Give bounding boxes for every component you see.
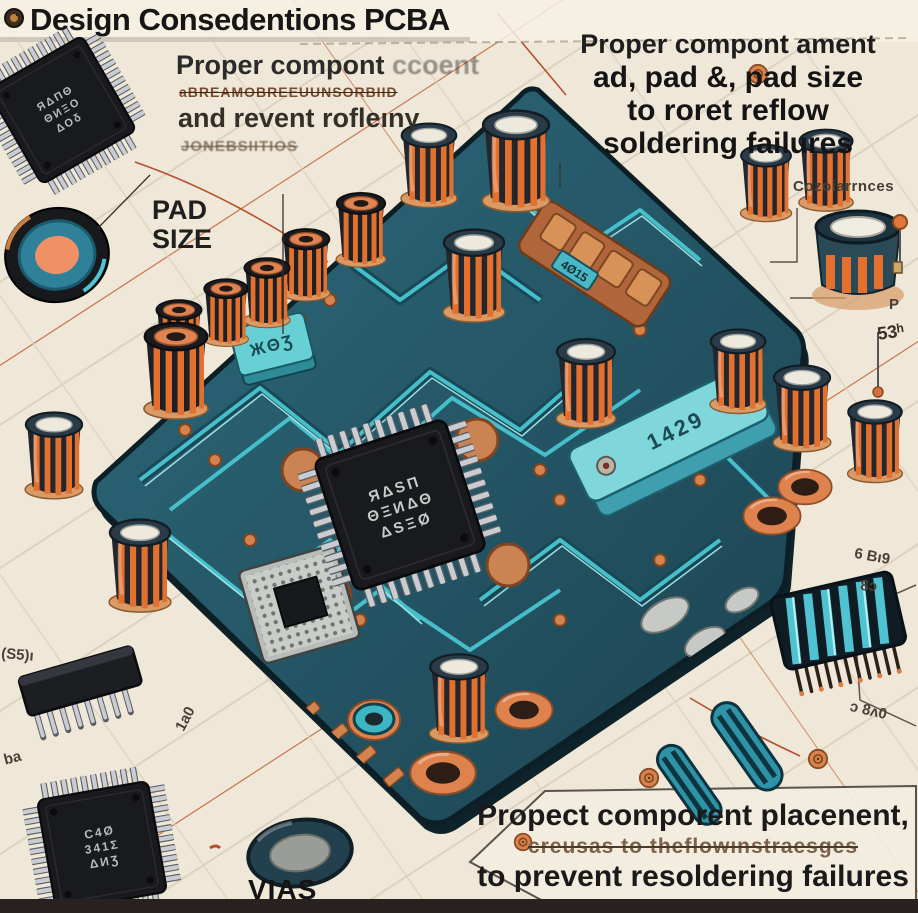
capacitances-label: Cozoiarrnces <box>793 178 895 195</box>
soic-chip <box>17 645 143 741</box>
capacitor <box>25 412 83 498</box>
annotation-top-left-line1-main: Proper compont <box>176 50 385 80</box>
annotation-bottom-right-line1: Propect comporent placenent, <box>477 799 909 832</box>
pad-size-label: PAD SIZE <box>152 196 212 254</box>
pcb-board <box>94 89 809 835</box>
striped-chip <box>769 570 907 697</box>
onboard-pads <box>347 468 833 796</box>
bl-ic-marking-2: 341Σ <box>84 837 121 857</box>
capacitor <box>399 121 459 210</box>
qfp-chip-top-left: ЯΔПΘ ΘИΞΟ ΔΟδ <box>0 16 156 203</box>
capacitor <box>142 321 210 421</box>
stray-mark-p: P <box>889 296 900 313</box>
pad-size-line2: SIZE <box>152 224 213 254</box>
cyan-box-component: ЖΘƷ <box>229 311 317 386</box>
pin-markers <box>872 214 908 398</box>
capacitor <box>334 191 388 269</box>
stray-mark-s5: (S5)ı <box>0 645 35 665</box>
capacitor <box>554 337 618 431</box>
connector-label-tag <box>551 250 599 291</box>
annotation-top-left-line2: aBREAMOBREEUUNSORBIID <box>179 84 398 100</box>
bga-chip <box>238 544 361 665</box>
vias-label: VIAS <box>248 874 318 905</box>
annotation-top-right-line3: to roret reflow <box>627 94 829 127</box>
capacitor <box>771 363 833 454</box>
page-title: Design Consedentions PCBA <box>30 2 450 37</box>
teal-capsules <box>655 701 784 826</box>
capacitor <box>107 517 173 615</box>
metal-connectors <box>640 586 760 659</box>
annotation-top-left-line1-faded: ccoent <box>392 50 480 80</box>
annotation-top-right: Proper compont ament ad, pad &, pad size… <box>540 28 916 160</box>
capacitor <box>443 230 505 323</box>
value-53-label: 53ʰ <box>876 320 906 344</box>
qfp-chip-main: ЯΔЅП ΘΞИΔΘ ΔЅΞØ <box>291 396 508 613</box>
bottom-shadow-strip <box>0 899 918 913</box>
stray-mark-8c: 8ɔ <box>859 577 878 596</box>
annotation-bottom-right: Propect comporent placenent, creusas to … <box>470 798 916 895</box>
leader-lines <box>97 163 561 334</box>
capacitor <box>202 278 250 348</box>
title-underline <box>0 37 470 42</box>
annotation-top-right-line4: soldering failures <box>602 127 854 160</box>
qfp-chip-bottom-left: C4Ø 341Σ ΔИƷ <box>20 764 183 913</box>
capacitor <box>708 327 768 416</box>
title-band <box>0 0 918 42</box>
capacitor <box>427 652 491 746</box>
annotation-top-left-line1: Proper compont ccoent <box>176 50 479 81</box>
capacitor <box>845 398 905 485</box>
annotation-top-left-line4: JONEBSIITIOS <box>181 138 299 155</box>
bl-ic-marking-3: ΔИƷ <box>88 852 121 871</box>
title-chip-icon <box>4 8 24 28</box>
pad-size-line1: PAD <box>152 195 208 225</box>
annotation-top-left-line3: and revent rofleıny <box>178 103 420 133</box>
copper-connector: 4Ø15 <box>517 200 672 328</box>
annotation-top-right-line1: Proper compont ament <box>580 29 876 59</box>
toroid-inductor <box>4 206 110 304</box>
capacitances-capacitor <box>812 209 904 310</box>
annotation-bottom-right-line3: to prevent resoldering failures <box>477 860 909 893</box>
annotation-top-right-line2: ad, pad &, pad size <box>592 61 864 94</box>
bl-ic-marking-1: C4Ø <box>83 823 116 842</box>
scratch-line <box>299 37 911 45</box>
annotation-bottom-right-line2: creusas to theflowınstraesges <box>527 835 859 858</box>
via-ring <box>246 817 354 889</box>
pcb-traces <box>136 198 772 788</box>
